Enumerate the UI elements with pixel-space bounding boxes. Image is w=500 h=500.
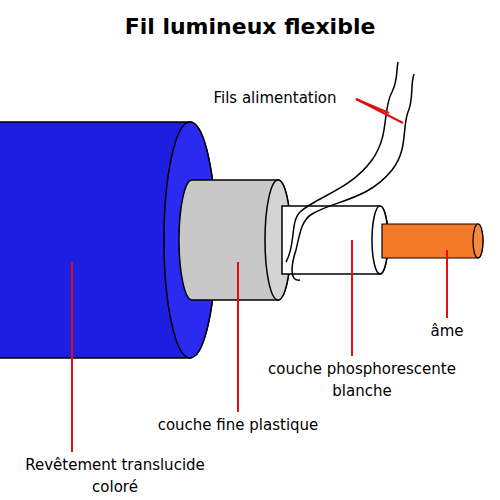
- plastic-layer: [179, 180, 291, 300]
- part-label: âme: [417, 320, 477, 342]
- part-label: couche fine plastique: [128, 414, 348, 436]
- part-label: Revêtement translucide coloré: [4, 454, 226, 498]
- core: [382, 224, 483, 258]
- part-label: couche phosphorescente blanche: [246, 358, 478, 402]
- part-label: Fils alimentation: [195, 87, 355, 109]
- diagram-title: Fil lumineux flexible: [0, 14, 500, 39]
